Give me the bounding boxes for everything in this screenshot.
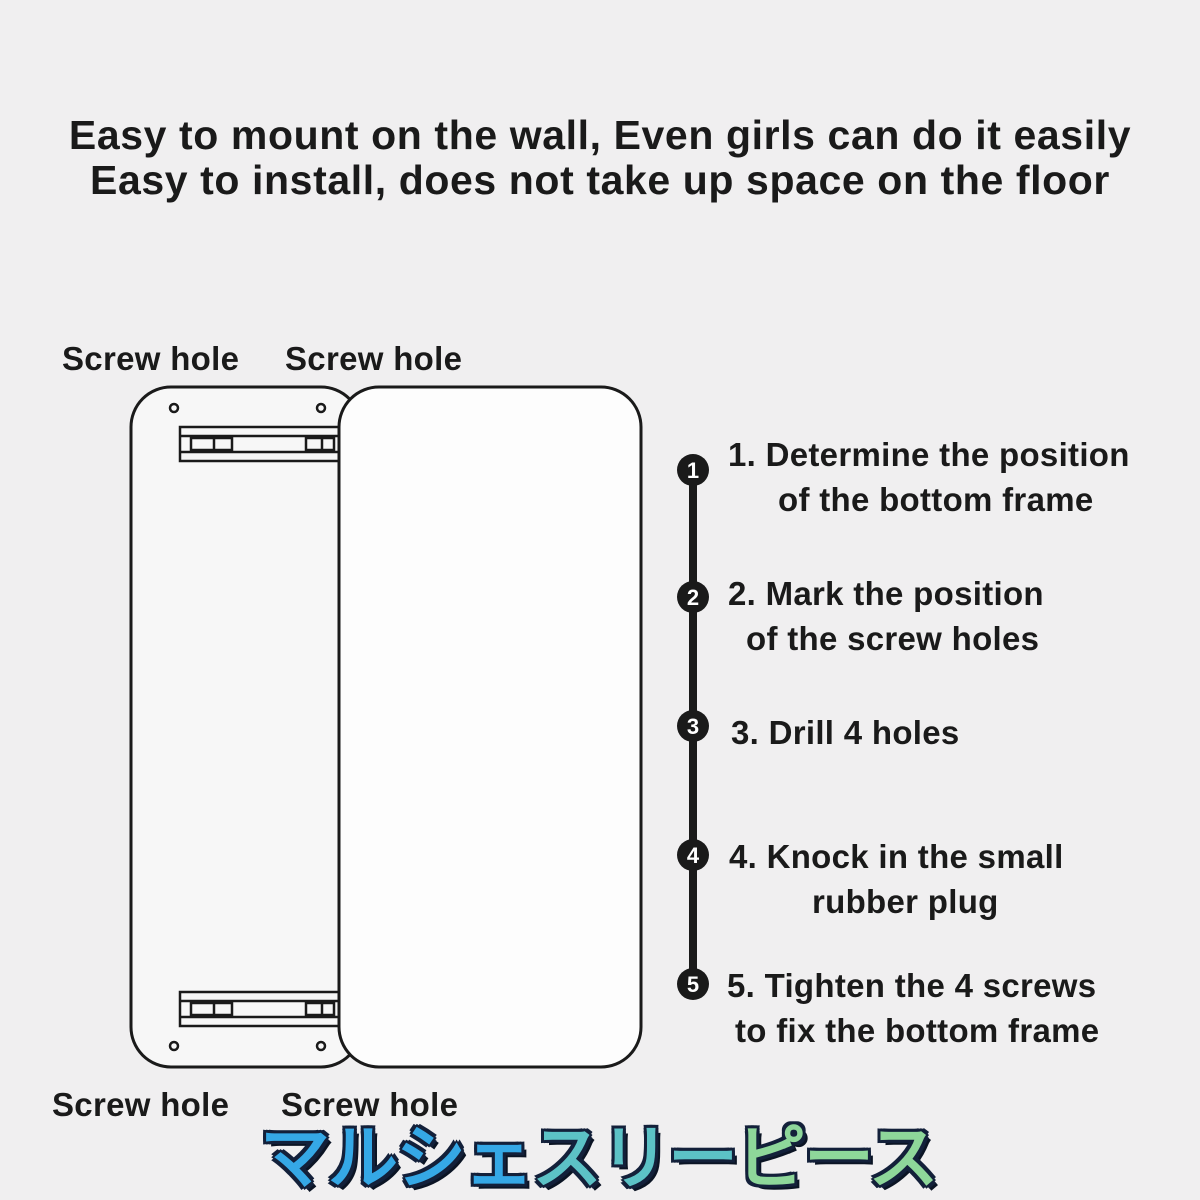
- step-marker-5: 5: [677, 968, 709, 1000]
- step-marker-number: 1: [687, 458, 699, 483]
- step-marker-1: 1: [677, 454, 709, 486]
- screw-hole-bottom-right: [315, 1040, 327, 1052]
- bottom-frame: [129, 385, 363, 1069]
- screw-hole-bottom-left: [168, 1040, 180, 1052]
- screw-hole-label-bottom-left: Screw hole: [52, 1086, 230, 1123]
- step-2-line-1: 2. Mark the position: [728, 575, 1044, 612]
- step-4-line-1: 4. Knock in the small: [729, 838, 1064, 875]
- screw-hole-top-right: [315, 402, 327, 414]
- step-marker-3: 3: [677, 710, 709, 742]
- step-marker-number: 5: [687, 972, 699, 997]
- step-marker-4: 4: [677, 839, 709, 871]
- step-3-line-1: 3. Drill 4 holes: [731, 714, 960, 751]
- brand-logo-part-3: ピース: [736, 1117, 938, 1199]
- step-5-line-1: 5. Tighten the 4 screws: [727, 967, 1097, 1004]
- step-5-line-2: to fix the bottom frame: [735, 1012, 1100, 1049]
- step-marker-number: 2: [687, 585, 699, 610]
- screw-hole-top-left: [168, 402, 180, 414]
- step-marker-2: 2: [677, 581, 709, 613]
- headline-line-2: Easy to install, does not take up space …: [90, 157, 1110, 203]
- step-marker-number: 3: [687, 714, 699, 739]
- step-2-line-2: of the screw holes: [746, 620, 1040, 657]
- step-marker-number: 4: [687, 843, 700, 868]
- screw-hole-label-bottom-right: Screw hole: [281, 1086, 459, 1123]
- step-4-line-2: rubber plug: [812, 883, 999, 920]
- front-panel: [337, 385, 643, 1069]
- headline-line-1: Easy to mount on the wall, Even girls ca…: [68, 112, 1132, 158]
- screw-hole-label-top-left: Screw hole: [62, 340, 240, 377]
- brand-logo-part-2: スリー: [532, 1117, 738, 1199]
- brand-logo: マルシェスリーピース: [260, 1116, 938, 1200]
- screw-hole-label-top-right: Screw hole: [285, 340, 463, 377]
- brand-logo-part-1: マルシェ: [260, 1117, 534, 1199]
- step-1-line-2: of the bottom frame: [778, 481, 1094, 518]
- step-1-line-1: 1. Determine the position: [728, 436, 1130, 473]
